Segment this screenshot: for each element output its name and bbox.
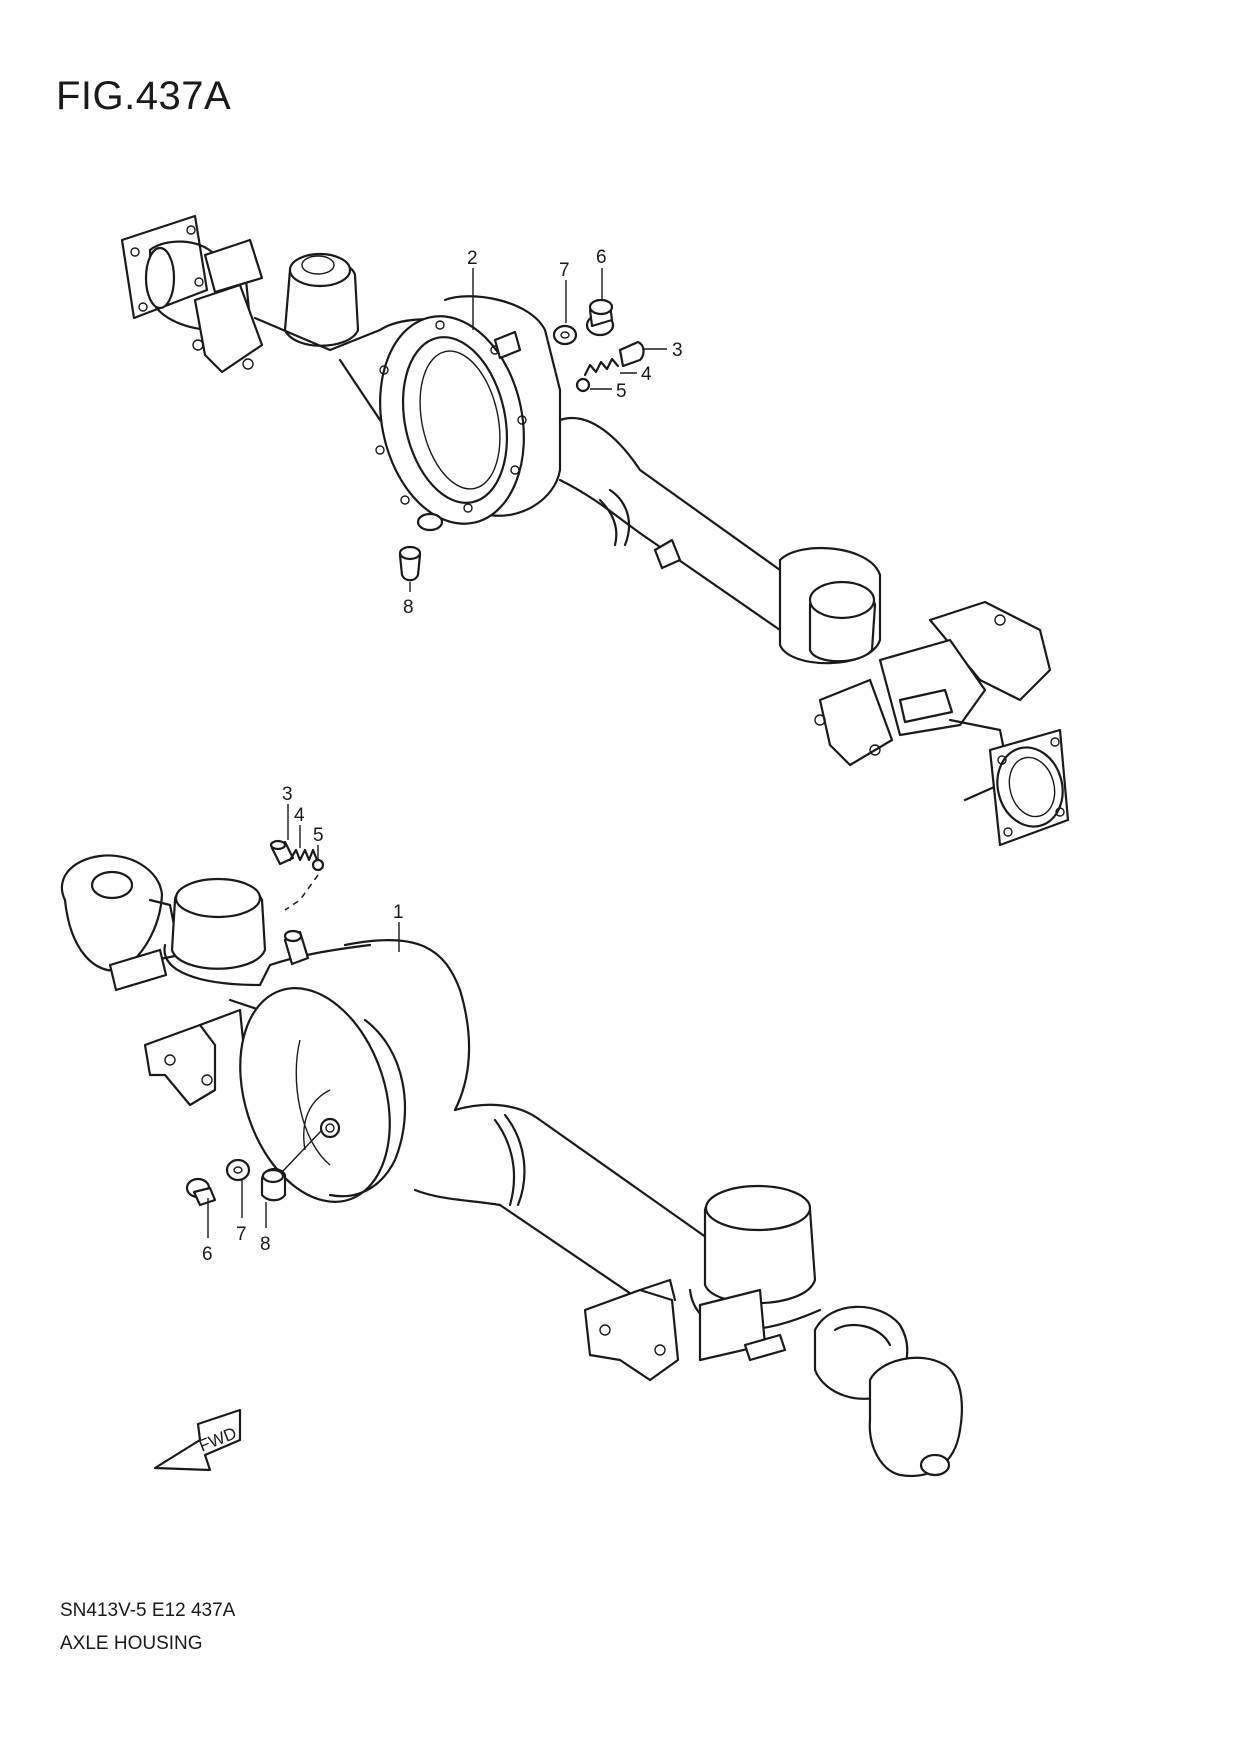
callout-upper-2: 2: [467, 248, 478, 269]
figure-title: FIG.437A: [56, 74, 232, 118]
callout-lower-8: 8: [260, 1234, 271, 1255]
rear-axle-housing: [120, 214, 1070, 847]
callout-lower-4: 4: [294, 805, 305, 826]
lower-small-parts-bottom: [185, 1129, 323, 1207]
callout-upper-5: 5: [616, 381, 627, 402]
callout-upper-8: 8: [403, 597, 414, 618]
lower-small-parts-top: [269, 839, 325, 966]
front-axle-housing: [60, 854, 963, 1477]
callout-lower-1: 1: [393, 902, 404, 923]
upper-small-parts: [398, 298, 645, 582]
footer-figure-name: AXLE HOUSING: [60, 1633, 203, 1654]
callout-upper-7: 7: [559, 260, 570, 281]
footer-figure-code: SN413V-5 E12 437A: [60, 1600, 236, 1621]
forward-arrow-icon: FWD: [153, 1408, 242, 1472]
callout-upper-3: 3: [672, 340, 683, 361]
callout-upper-4: 4: [641, 364, 652, 385]
callout-upper-6: 6: [596, 247, 607, 268]
callout-lower-7: 7: [236, 1224, 247, 1245]
callout-lower-6: 6: [202, 1244, 213, 1265]
callout-lower-3: 3: [282, 784, 293, 805]
callout-lower-5: 5: [313, 825, 324, 846]
